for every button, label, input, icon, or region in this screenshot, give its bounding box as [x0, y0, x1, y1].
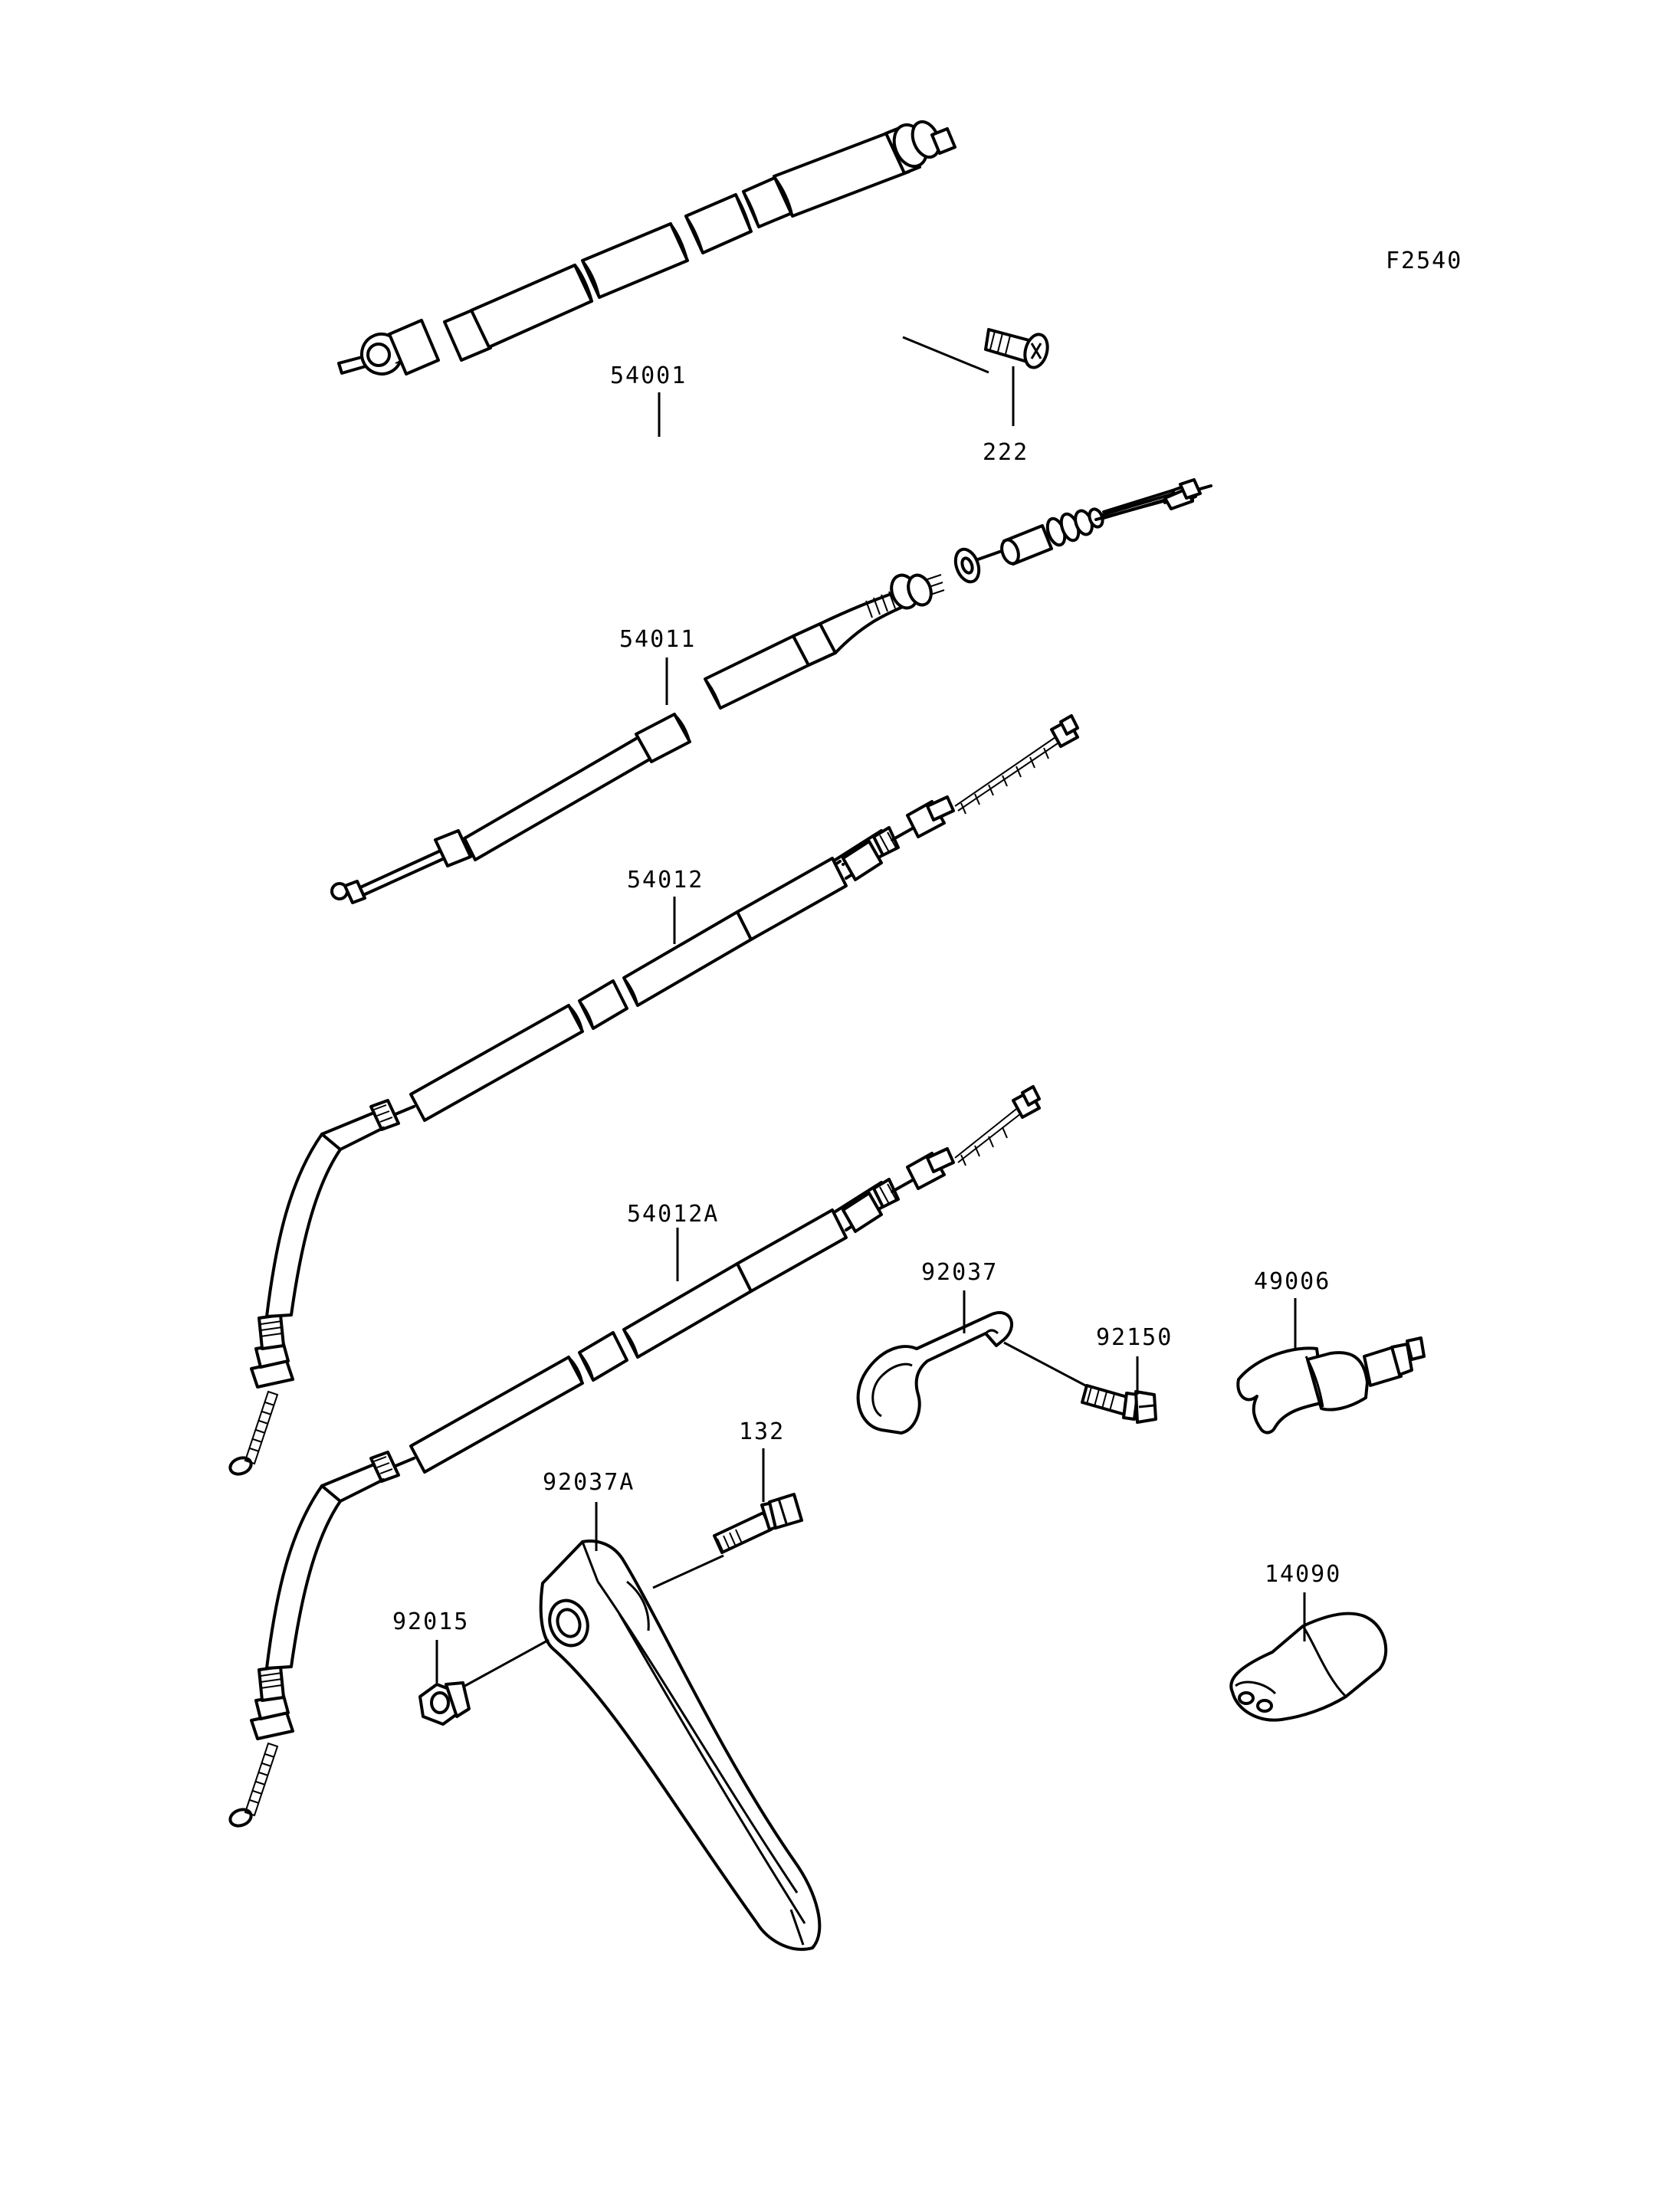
cover-49006[interactable]	[1236, 1336, 1426, 1435]
label-92037[interactable]: 92037	[921, 1259, 998, 1286]
label-49006[interactable]: 49006	[1254, 1268, 1331, 1295]
label-14090[interactable]: 14090	[1265, 1561, 1341, 1588]
cable-54011[interactable]	[330, 483, 1212, 904]
label-92037A[interactable]: 92037A	[543, 1469, 635, 1496]
speedometer-cable[interactable]	[337, 118, 956, 381]
cap-14090[interactable]	[1229, 1612, 1388, 1722]
label-222[interactable]: 222	[983, 439, 1029, 466]
label-54001[interactable]: 54001	[610, 362, 687, 389]
cable-54011-tip	[1094, 478, 1202, 521]
label-92150[interactable]: 92150	[1096, 1324, 1173, 1351]
bolt-92150[interactable]	[1003, 1341, 1157, 1424]
bolt-132[interactable]	[652, 1493, 803, 1589]
label-54011[interactable]: 54011	[619, 626, 696, 653]
label-92015[interactable]: 92015	[392, 1608, 469, 1635]
screw-222[interactable]	[902, 328, 1051, 374]
nut-92015[interactable]	[418, 1638, 550, 1726]
label-54012[interactable]: 54012	[627, 867, 704, 894]
clamp-92037[interactable]	[856, 1310, 1013, 1435]
label-54012A[interactable]: 54012A	[627, 1201, 719, 1228]
bracket-92037A[interactable]	[539, 1540, 822, 1951]
figure-code: F2540	[1386, 248, 1462, 274]
label-132[interactable]: 132	[739, 1418, 785, 1445]
clutch-cable-54012A[interactable]	[228, 1085, 1041, 1828]
clutch-cable-54012[interactable]	[228, 714, 1079, 1477]
